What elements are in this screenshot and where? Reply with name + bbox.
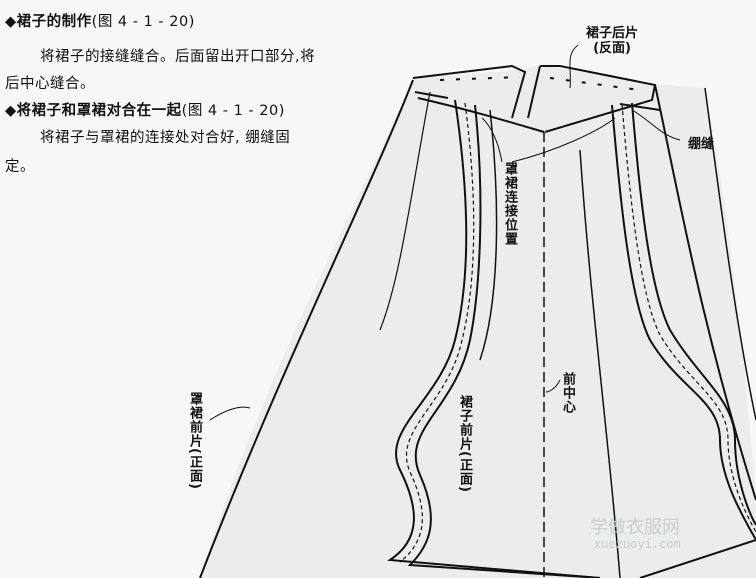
skirt-fold-line — [579, 149, 621, 578]
section-heading-join-skirts: ◆将裙子和罩裙对合在一起(图 4 - 1 - 20) — [5, 104, 285, 119]
figure-reference: (图 4 - 1 - 20) — [181, 103, 285, 119]
label-overskirt-front: 罩裙前片(正面) — [187, 392, 202, 490]
label-overskirt-join-position: 罩裙连接位置 — [502, 162, 517, 246]
overskirt-right-edge — [704, 87, 756, 421]
heading-text: ◆裙子的制作 — [5, 14, 92, 30]
label-skirt-back: 裙子后片 (反面) — [586, 26, 638, 56]
right-ruffle-inner — [631, 102, 756, 526]
left-ruffle-inner — [407, 104, 601, 578]
right-ruffle-outer — [611, 104, 756, 578]
leader-line-join-position — [511, 117, 616, 163]
left-ruffle-outer — [387, 99, 601, 578]
skirt-body-fill — [200, 65, 756, 578]
label-center-front: 前中心 — [560, 372, 575, 414]
watermark-site-url: xuezuoyi.com — [594, 537, 681, 551]
paragraph-line: 后中心缝合。 — [5, 76, 95, 92]
paragraph-line: 将裙子与罩裙的连接处对合好, 绷缝固 — [40, 130, 291, 146]
watermark-site-name: 学做衣服网 — [590, 517, 680, 538]
skirt-fold-line — [479, 109, 498, 361]
leader-line-center-front — [545, 379, 561, 393]
waistband-left — [412, 64, 545, 133]
label-line: (反面) — [593, 41, 631, 56]
leader-line-join-position — [481, 117, 503, 163]
left-ruffle-stitching — [399, 102, 475, 563]
right-ruffle-stitching — [621, 103, 756, 533]
leader-line-basting — [631, 109, 681, 141]
leader-line-skirt-back — [569, 44, 579, 89]
paragraph-line: 定。 — [5, 159, 35, 175]
label-line: 裙子后片 — [586, 26, 639, 41]
label-skirt-front: 裙子前片(正面) — [457, 395, 472, 493]
leader-line-overskirt-front — [209, 406, 251, 421]
figure-reference: (图 4 - 1 - 20) — [91, 14, 195, 30]
paragraph-line: 将裙子的接缝缝合。后面留出开口部分,将 — [40, 49, 316, 65]
heading-text: ◆将裙子和罩裙对合在一起 — [5, 103, 182, 119]
label-basting: 绷缝 — [688, 137, 715, 152]
section-heading-skirt-making: ◆裙子的制作(图 4 - 1 - 20) — [5, 15, 195, 30]
skirt-right-edge — [654, 84, 756, 501]
basting-stitches — [439, 76, 641, 91]
overskirt-left-edge — [199, 79, 414, 578]
overskirt-fold-line — [379, 91, 431, 331]
